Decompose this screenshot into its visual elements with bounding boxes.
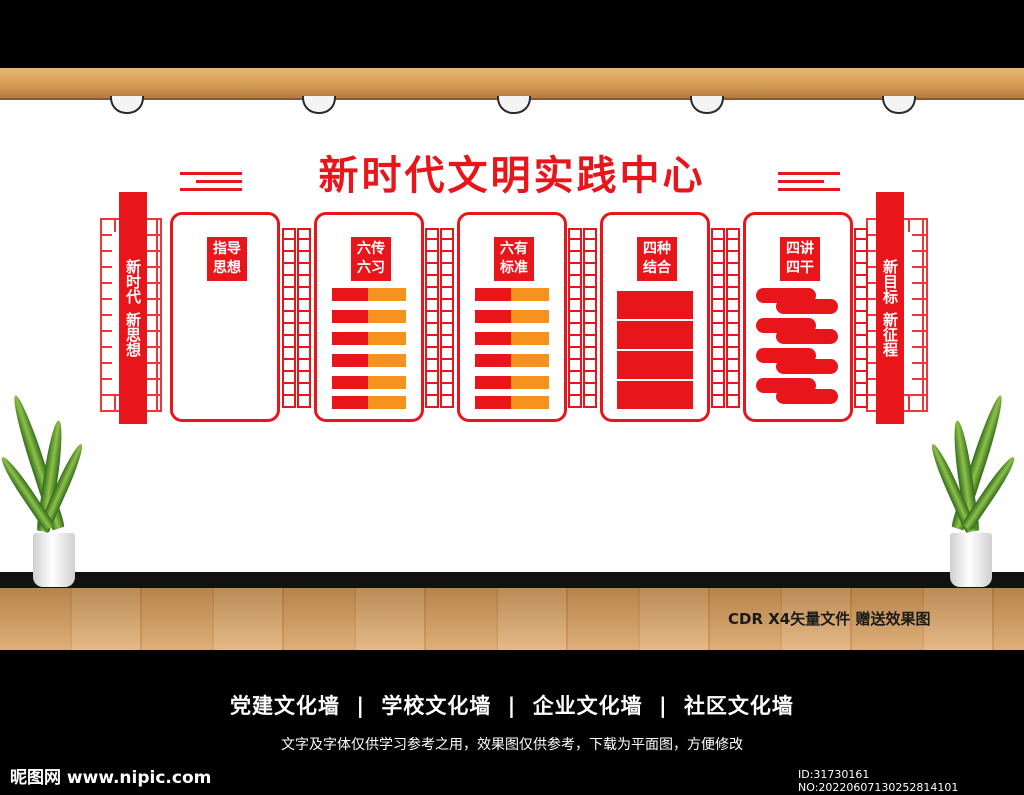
floor-shade xyxy=(0,588,1024,650)
panel-four-talks: 四讲四干 xyxy=(743,212,853,422)
plant-pot xyxy=(33,533,75,587)
content-bar xyxy=(332,332,406,345)
site-logo[interactable]: 昵图网 www.nipic.com xyxy=(10,768,212,788)
content-bar xyxy=(332,288,406,301)
content-bar xyxy=(475,288,549,301)
title-deco-line xyxy=(196,180,242,183)
panel-side-frame xyxy=(726,228,740,408)
panel-four-combinations: 四种结合 xyxy=(600,212,710,422)
content-pill xyxy=(776,359,838,374)
content-bar xyxy=(332,396,406,409)
bottom-band xyxy=(0,650,1024,795)
panel-side-frame xyxy=(282,228,296,408)
content-pill xyxy=(776,389,838,404)
panel-label: 六有标准 xyxy=(494,237,534,281)
disclaimer-text: 文字及字体仅供学习参考之用，效果图仅供参考，下载为平面图，方便修改 xyxy=(281,737,743,753)
file-format-note: CDR X4矢量文件 赠送效果图 xyxy=(728,610,931,628)
content-block xyxy=(617,321,693,349)
right-banner: 新目标 新征程 xyxy=(876,192,904,424)
category-label: 学校文化墙 xyxy=(381,694,492,718)
panel-side-frame xyxy=(297,228,311,408)
panel-six-standards: 六有标准 xyxy=(457,212,567,422)
baseboard xyxy=(0,572,1024,588)
content-bar xyxy=(332,376,406,389)
plant-pot xyxy=(950,533,992,587)
category-separator: | xyxy=(658,694,668,718)
right-banner-line: 新征程 xyxy=(881,312,899,357)
panel-label: 四种结合 xyxy=(637,237,677,281)
category-label: 企业文化墙 xyxy=(532,694,643,718)
content-pill xyxy=(776,329,838,344)
category-list: 党建文化墙 | 学校文化墙 | 企业文化墙 | 社区文化墙 xyxy=(0,690,1024,720)
content-bar xyxy=(475,332,549,345)
content-bar xyxy=(475,396,549,409)
panel-label: 指导思想 xyxy=(207,237,247,281)
left-banner-line: 新时代 xyxy=(124,259,142,304)
left-banner: 新时代 新思想 xyxy=(119,192,147,424)
panel-guiding-thought: 指导思想 xyxy=(170,212,280,422)
category-separator: | xyxy=(356,694,366,718)
panel-side-frame xyxy=(854,228,868,408)
title-deco-line xyxy=(180,172,242,175)
image-id: ID:31730161 NO:20220607130252814101 xyxy=(798,768,959,794)
title-deco-line xyxy=(778,180,824,183)
panel-six-pass: 六传六习 xyxy=(314,212,424,422)
panel-side-frame xyxy=(425,228,439,408)
panel-label: 六传六习 xyxy=(351,237,391,281)
content-bar xyxy=(332,354,406,367)
panel-side-frame xyxy=(583,228,597,408)
content-bar xyxy=(475,354,549,367)
panel-side-frame xyxy=(440,228,454,408)
title-deco-line xyxy=(778,172,840,175)
content-pill xyxy=(776,299,838,314)
content-block xyxy=(617,351,693,379)
left-banner-line: 新思想 xyxy=(124,312,142,357)
wood-floor xyxy=(0,588,1024,650)
category-separator: | xyxy=(507,694,517,718)
wall-title: 新时代文明实践中心 xyxy=(318,153,706,199)
right-banner-line: 新目标 xyxy=(881,259,899,304)
content-bar xyxy=(332,310,406,323)
category-label: 社区文化墙 xyxy=(683,694,794,718)
panel-side-frame xyxy=(568,228,582,408)
title-deco-line xyxy=(778,188,840,191)
panel-side-frame xyxy=(711,228,725,408)
panel-label: 四讲四干 xyxy=(780,237,820,281)
title-deco-line xyxy=(180,188,242,191)
content-bar xyxy=(475,310,549,323)
content-block xyxy=(617,381,693,409)
content-block xyxy=(617,291,693,319)
content-bar xyxy=(475,376,549,389)
category-label: 党建文化墙 xyxy=(230,694,341,718)
